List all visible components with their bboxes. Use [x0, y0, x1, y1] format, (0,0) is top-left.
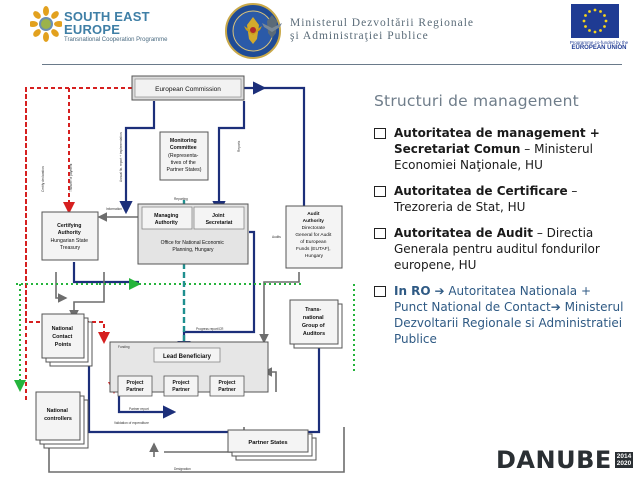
checkbox-bullet-icon [374, 228, 386, 239]
svg-text:Annual fin. report + implement: Annual fin. report + implementation [119, 132, 123, 182]
svg-text:Information: Information [106, 207, 122, 211]
svg-text:Designation: Designation [174, 467, 191, 471]
partner-states-box: Partner States [227, 429, 317, 461]
header-divider [42, 64, 622, 65]
svg-text:Reporting: Reporting [174, 197, 188, 201]
bullet-text: Autoritatea Nationala + Punct National d… [394, 284, 591, 314]
audit-authority-box: Audit Authority Directorate General for … [285, 205, 343, 269]
sunflower-logo-icon [28, 6, 64, 42]
danube-wordmark: DANUBE [496, 446, 612, 474]
european-commission-box: European Commission [131, 75, 245, 101]
arrow-icon: ➔ [550, 300, 561, 314]
bullet-bold-text: Autoritatea de management + Secretariat … [394, 126, 600, 156]
bullet-managing-authority: Autoritatea de management + Secretariat … [374, 125, 624, 173]
svg-text:Partner report: Partner report [129, 407, 149, 411]
svg-text:Lead Beneficiary: Lead Beneficiary [163, 354, 212, 360]
national-controllers-box: National controllers [35, 391, 89, 449]
danube-logo: DANUBE 2014 2020 [496, 444, 634, 476]
ministry-name: Ministerul Dezvoltării Regionale şi Admi… [290, 17, 475, 42]
svg-text:Progress report/CR: Progress report/CR [196, 327, 224, 331]
ministry-crest-icon [262, 15, 282, 38]
bullet-audit-authority: Autoritatea de Audit – Directia Generala… [374, 225, 624, 273]
programme-subtitle: Transnational Cooperation Programme [64, 37, 168, 43]
management-structures-panel: Structuri de management Autoritatea de m… [374, 92, 624, 357]
management-structure-diagram: European Commission Monitoring Committee… [14, 72, 356, 476]
svg-text:Funding: Funding [118, 345, 130, 349]
panel-title: Structuri de management [374, 92, 579, 110]
managing-authority-box: Managing Authority Joint Secretariat Off… [137, 203, 249, 265]
certifying-authority-box: Certifying Authority Hungarian State Tre… [41, 211, 99, 261]
checkbox-bullet-icon [374, 128, 386, 139]
svg-text:Monitoring Committee: Monitoring Committee (Representa- tives … [167, 138, 202, 173]
svg-text:Validation of expenditure: Validation of expenditure [114, 421, 149, 425]
bullet-bold-text: Autoritatea de Certificare [394, 184, 568, 198]
svg-text:Partner States: Partner States [248, 440, 287, 446]
government-seal-icon [225, 3, 281, 59]
svg-text:Office for National Economic: Office for National Economic Planning, H… [161, 240, 226, 253]
bullet-certifying-authority: Autoritatea de Certificare – Trezoreria … [374, 183, 624, 215]
svg-text:Managing Authority: Managing Authority Joint Secretariat [154, 213, 233, 226]
bullet-text: – Trezoreria de Stat, HU [394, 184, 578, 214]
svg-text:Certify declaration: Certify declaration [41, 166, 45, 192]
page-header: SOUTH EAST EUROPE Transnational Cooperat… [0, 0, 638, 62]
svg-text:Audit Authority: Audit Authority Directorate General for … [295, 211, 332, 259]
programme-years: 2014 2020 [614, 452, 634, 468]
checkbox-bullet-icon [374, 186, 386, 197]
svg-text:Reports: Reports [237, 140, 241, 152]
svg-text:Transfer of payment: Transfer of payment [69, 163, 73, 192]
svg-text:Certifying Authority: Certifying Authority Hungarian State Tre… [51, 223, 90, 251]
bullet-bold-text: Autoritatea de Audit [394, 226, 534, 240]
bullet-bold-text: In RO [394, 284, 431, 298]
bullet-text: Ministerul Dezvoltarii Regionale si Admi… [394, 300, 624, 346]
bullet-romania: In RO ➔ Autoritatea Nationala + Punct Na… [374, 283, 624, 347]
transnational-group-box: Trans- national Group of Auditors [289, 299, 343, 349]
monitoring-committee-box: Monitoring Committee (Representa- tives … [159, 131, 209, 181]
arrow-icon: ➔ [430, 284, 449, 298]
see-programme-logo: SOUTH EAST EUROPE Transnational Cooperat… [28, 6, 168, 54]
bullet-text: – Directia Generala pentru auditul fondu… [394, 226, 600, 272]
eu-flag-icon [571, 4, 619, 38]
eu-cofunding-label: Programme co-funded by the EUROPEAN UNIO… [569, 40, 629, 51]
svg-text:National Contact: National Contact Points [52, 326, 75, 348]
national-contact-points-box: National Contact Points [41, 313, 93, 367]
audit-flow-lines [14, 278, 355, 392]
checkbox-bullet-icon [374, 286, 386, 297]
flow-labels: Annual fin. report + implementation Repo… [41, 132, 281, 471]
bullet-text: – Ministerul Economiei Naţionale, HU [394, 142, 593, 172]
svg-text:National controllers: National controllers [44, 408, 72, 422]
programme-title: SOUTH EAST EUROPE [64, 9, 150, 37]
european-commission-label: European Commission [155, 86, 221, 93]
svg-text:Audits: Audits [272, 235, 281, 239]
svg-text:Trans- national: Trans- national Group of Auditors [302, 307, 326, 337]
